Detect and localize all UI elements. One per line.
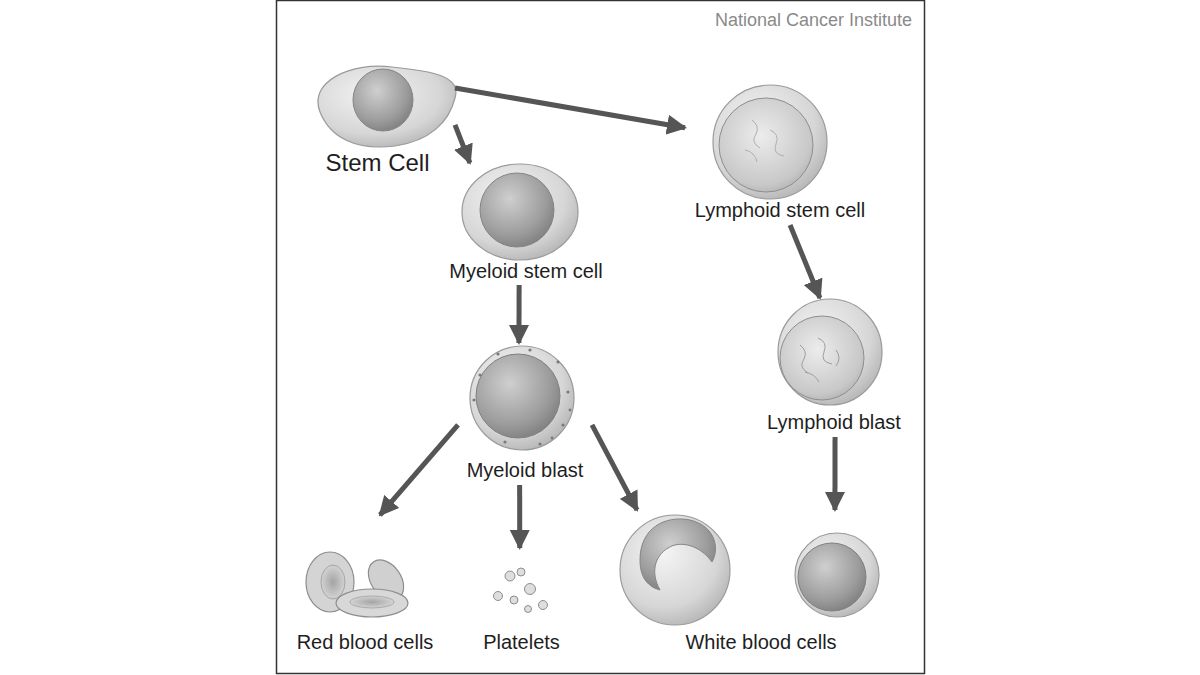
white-blood-cell-nucleus bbox=[640, 519, 716, 590]
cell-node: Stem Cell bbox=[300, 65, 455, 180]
cell-label: Platelets bbox=[483, 630, 560, 654]
myeloid-stem-nucleus bbox=[480, 173, 554, 247]
cell-label: Lymphoid stem cell bbox=[695, 198, 865, 222]
cell-label: Stem Cell bbox=[325, 149, 429, 178]
lymphoid-stem-nucleus bbox=[719, 98, 813, 192]
watermark: National Cancer Institute bbox=[715, 10, 912, 31]
cell-label: White blood cells bbox=[685, 630, 836, 654]
lymphoid-blast-body bbox=[778, 299, 882, 405]
red-blood-cell-center bbox=[321, 565, 345, 599]
cell-node: Myeloid stem cell bbox=[440, 163, 612, 285]
chromatin-texture bbox=[745, 120, 784, 162]
frame-border bbox=[277, 1, 925, 674]
cell-node: Platelets bbox=[478, 548, 565, 657]
cell-node: Myeloid blast bbox=[458, 343, 592, 485]
arrow-connector bbox=[517, 485, 522, 548]
chromatin-texture bbox=[800, 338, 839, 382]
cell-label: Lymphoid blast bbox=[767, 410, 901, 434]
red-blood-cell bbox=[336, 589, 408, 617]
stem-cell-body bbox=[318, 66, 456, 147]
cell-node: Lymphoid blast bbox=[760, 298, 908, 437]
cell-label: Myeloid stem cell bbox=[449, 259, 602, 283]
white-blood-cell-body bbox=[620, 515, 730, 625]
cell-label: Myeloid blast bbox=[467, 458, 584, 482]
stem-cell-nucleus bbox=[353, 69, 413, 131]
cell-node: Red blood cells bbox=[290, 515, 440, 657]
arrow-connector bbox=[790, 225, 820, 298]
arrow-connector bbox=[455, 88, 685, 128]
cell-label: Red blood cells bbox=[297, 630, 434, 654]
cell-node: White blood cells bbox=[628, 510, 894, 657]
arrow-connector bbox=[380, 425, 458, 515]
lymphoid-stem-body bbox=[713, 85, 827, 199]
myeloid-blast-nucleus bbox=[476, 354, 560, 438]
cell-node: Lymphoid stem cell bbox=[685, 88, 875, 225]
white-blood-cell-nucleus bbox=[798, 543, 866, 611]
granules bbox=[472, 348, 571, 445]
myeloid-stem-body bbox=[462, 164, 578, 260]
white-blood-cell-body bbox=[795, 533, 879, 617]
arrow-connector bbox=[592, 425, 637, 510]
lymphoid-blast-nucleus bbox=[780, 316, 864, 400]
myeloid-blast-body bbox=[470, 346, 574, 450]
platelets bbox=[494, 568, 548, 613]
arrow-connector bbox=[516, 285, 521, 343]
red-blood-cell-center bbox=[350, 596, 394, 608]
arrow-connector bbox=[832, 437, 837, 510]
arrow-connector bbox=[455, 125, 470, 163]
